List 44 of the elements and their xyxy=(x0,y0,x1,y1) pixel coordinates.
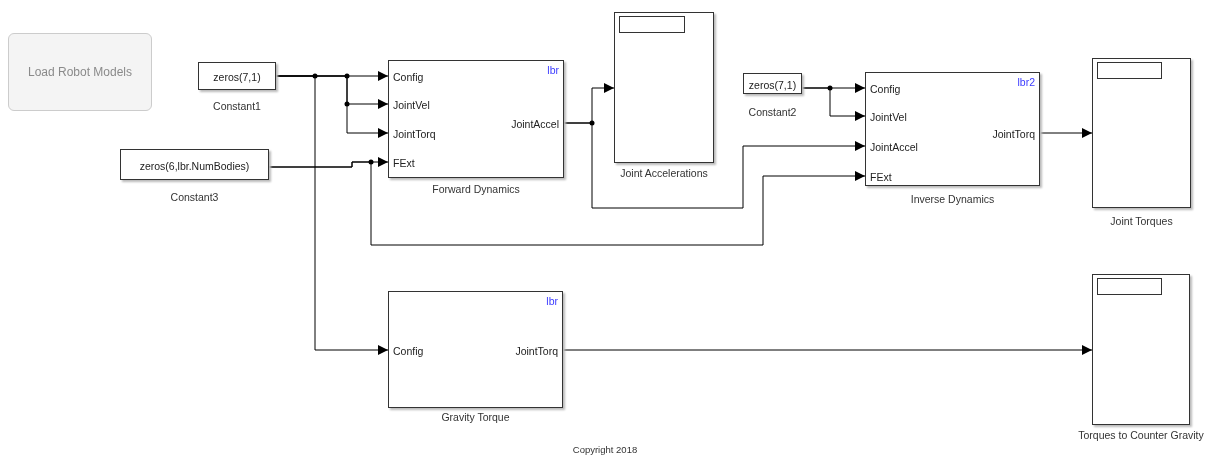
port-label: JointTorq xyxy=(515,345,558,357)
signal-arrow xyxy=(563,122,866,209)
port-label: JointAccel xyxy=(870,141,918,153)
block-name-label: Gravity Torque xyxy=(441,411,510,423)
block-name-label: Constant1 xyxy=(213,100,261,112)
constant-value: zeros(6,lbr.NumBodies) xyxy=(138,159,251,172)
block-name-label: Inverse Dynamics xyxy=(910,193,995,205)
signal-arrow xyxy=(1039,128,1093,138)
port-label: FExt xyxy=(393,157,415,169)
port-label: Config xyxy=(393,71,424,83)
variable-name: lbr xyxy=(547,64,559,76)
signal-arrow xyxy=(801,87,866,121)
port-label: JointTorq xyxy=(393,128,436,140)
scope-block xyxy=(1092,274,1190,425)
port-label: JointAccel xyxy=(511,118,559,130)
constant-block xyxy=(198,62,276,90)
subsystem-block xyxy=(865,72,1040,186)
variable-name: lbr2 xyxy=(1017,76,1035,88)
scope-block xyxy=(614,12,714,163)
subsystem-block xyxy=(388,60,564,178)
variable-name: lbr xyxy=(546,295,558,307)
port-label: Config xyxy=(870,83,901,95)
port-label: FExt xyxy=(870,171,892,183)
port-label: Config xyxy=(393,345,424,357)
block-name-label: Joint Accelerations xyxy=(620,167,708,179)
block-name-label: Joint Torques xyxy=(1110,215,1173,227)
block-name-label: Forward Dynamics xyxy=(432,183,520,195)
signal-arrow xyxy=(275,75,389,355)
constant-value: zeros(7,1) xyxy=(212,71,262,83)
signal-arrow xyxy=(562,345,1093,355)
port-label: JointVel xyxy=(870,111,907,123)
constant-value: zeros(7,1) xyxy=(747,78,798,91)
scope-block xyxy=(1092,58,1191,208)
constant-block xyxy=(120,149,269,180)
load-models-button: Load Robot Models xyxy=(8,33,152,111)
port-label: JointTorq xyxy=(992,128,1035,140)
port-label: JointVel xyxy=(393,99,430,111)
subsystem-block xyxy=(388,291,563,408)
block-name-label: Constant3 xyxy=(170,191,219,203)
block-name-label: Torques to Counter Gravity xyxy=(1078,429,1204,441)
constant-block xyxy=(743,73,802,94)
signal-arrow xyxy=(268,161,866,246)
block-name-label: Constant2 xyxy=(748,106,797,118)
copyright-note: Copyright 2018 xyxy=(572,444,638,455)
